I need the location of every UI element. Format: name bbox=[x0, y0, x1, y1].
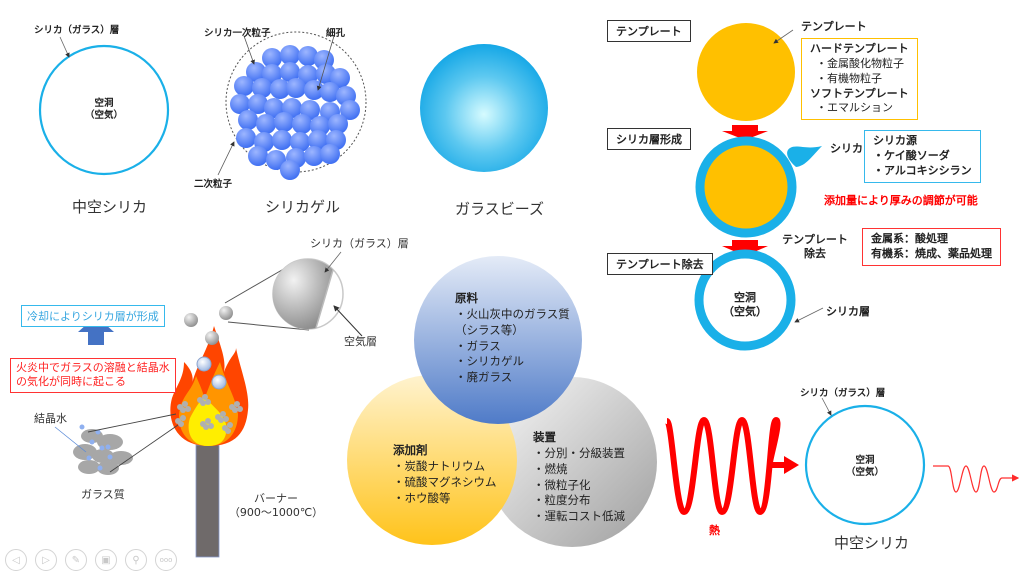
flame-note: 火炎中でガラスの溶融と結晶水 の気化が同時に起こる bbox=[10, 358, 176, 393]
glass-material-label: ガラス質 bbox=[81, 488, 125, 501]
next-slide-button[interactable]: ▷ bbox=[35, 549, 57, 571]
flame-process-figure bbox=[54, 251, 363, 558]
previous-slide-button[interactable]: ◁ bbox=[5, 549, 27, 571]
step-template-removal-label: テンプレート除去 bbox=[607, 253, 713, 275]
hollow-silica-caption: 中空シリカ bbox=[72, 198, 148, 216]
heat-silica-layer-label: シリカ（ガラス）層 bbox=[800, 388, 886, 399]
slides-icon: ▣ bbox=[101, 554, 111, 566]
step-template-label: テンプレート bbox=[607, 20, 691, 42]
venn-diagram bbox=[347, 256, 657, 547]
next-icon: ▷ bbox=[42, 554, 50, 566]
glass-beads-caption: ガラスビーズ bbox=[455, 200, 544, 218]
template-removal-label: テンプレート 除去 bbox=[782, 233, 848, 260]
thickness-note: 添加量により厚みの調節が可能 bbox=[824, 194, 978, 207]
secondary-particle-label: 二次粒子 bbox=[194, 179, 233, 190]
see-all-slides-button[interactable]: ▣ bbox=[95, 549, 117, 571]
crystal-water-label: 結晶水 bbox=[34, 412, 67, 425]
removal-method-box: 金属系：酸処理 有機系：焼成、薬品処理 bbox=[862, 228, 1001, 266]
venn-raw-materials: 原料 ・火山灰中のガラス質 （シラス等） ・ガラス ・シリカゲル ・廃ガラス bbox=[455, 291, 570, 385]
venn-additives: 添加剤 ・炭酸ナトリウム ・硫酸マグネシウム ・ホウ酸等 bbox=[393, 443, 497, 505]
template-process-figure bbox=[694, 23, 824, 351]
previous-icon: ◁ bbox=[12, 554, 20, 566]
silica-pointer-label: シリカ bbox=[830, 142, 863, 155]
step-silica-layer-label: シリカ層形成 bbox=[607, 128, 691, 150]
glass-bead-figure bbox=[420, 44, 548, 172]
more-options-button[interactable]: ooo bbox=[155, 549, 177, 571]
venn-equipment: 装置 ・分別・分級装置 ・燃焼 ・微粒子化 ・粒度分布 ・運転コスト低減 bbox=[533, 430, 625, 524]
silica-source-box: シリカ源 ・ケイ酸ソーダ ・アルコキシシラン bbox=[864, 130, 981, 183]
hollow-silica-core-label: 空洞 （空気） bbox=[84, 98, 123, 121]
magnifier-icon: ⚲ bbox=[132, 554, 140, 566]
heat-figure bbox=[664, 397, 1020, 526]
final-silica-layer-label: シリカ層 bbox=[826, 305, 870, 318]
heat-label: 熱 bbox=[709, 524, 720, 537]
air-layer-label: 空気層 bbox=[344, 335, 377, 348]
silica-gel-caption: シリカゲル bbox=[265, 198, 341, 216]
pen-icon: ✎ bbox=[71, 554, 81, 566]
zoom-silica-layer-label: シリカ（ガラス）層 bbox=[310, 237, 409, 250]
final-core-label: 空洞 （空気） bbox=[723, 291, 767, 318]
burner-label: バーナー （900～1000℃） bbox=[228, 492, 324, 519]
pen-tool-button[interactable]: ✎ bbox=[65, 549, 87, 571]
hollow-silica-figure bbox=[38, 36, 170, 176]
more-icon: ooo bbox=[159, 556, 173, 564]
silica-gel-figure bbox=[217, 31, 367, 180]
silica-primary-particle-label: シリカ一次粒子 bbox=[204, 28, 271, 39]
pore-label: 細孔 bbox=[326, 28, 346, 39]
hollow-silica-layer-label: シリカ（ガラス）層 bbox=[34, 25, 120, 36]
template-types-box: ハードテンプレート ・金属酸化物粒子 ・有機物粒子 ソフトテンプレート ・エマル… bbox=[801, 38, 918, 121]
heat-core-label: 空洞 （空気） bbox=[845, 455, 884, 478]
heat-hollow-silica-caption: 中空シリカ bbox=[834, 534, 910, 552]
template-pointer-label: テンプレート bbox=[801, 20, 867, 33]
cooling-note: 冷却によりシリカ層が形成 bbox=[21, 305, 165, 327]
zoom-button[interactable]: ⚲ bbox=[125, 549, 147, 571]
